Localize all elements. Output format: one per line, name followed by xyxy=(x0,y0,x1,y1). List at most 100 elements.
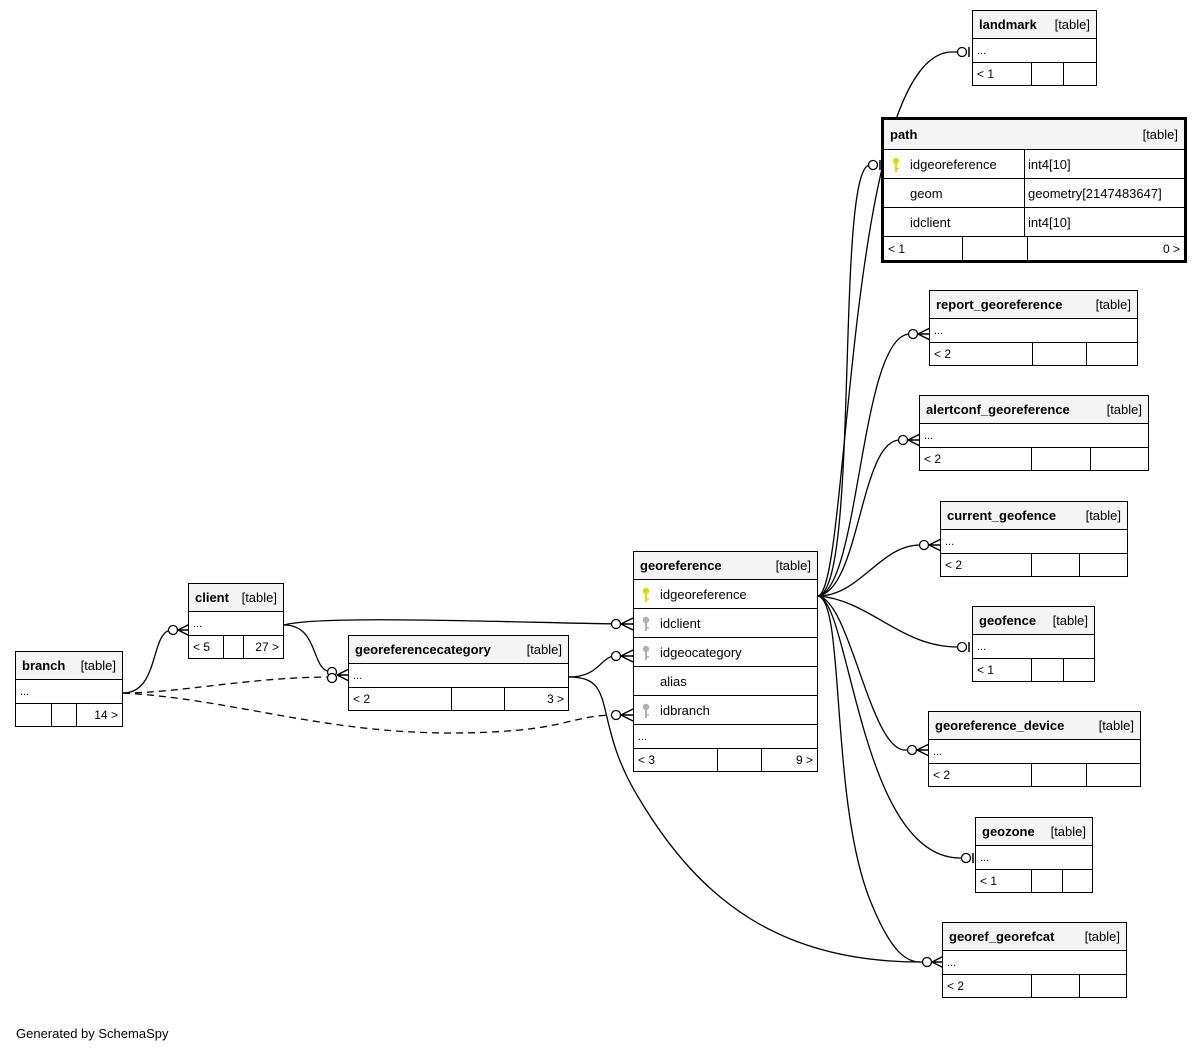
table-landmark[interactable]: landmark[table] ... < 1 xyxy=(972,10,1097,86)
column-row[interactable]: idclient int4[10] xyxy=(884,208,1184,237)
table-report_georeference[interactable]: report_georeference[table] ... < 2 xyxy=(929,290,1138,366)
column-name: idbranch xyxy=(660,702,710,718)
table-header: georeferencecategory [table] xyxy=(349,636,568,664)
edge-georeference-georef_georefcat xyxy=(817,595,935,963)
column-row[interactable]: alias xyxy=(634,667,817,696)
optional-marker xyxy=(956,46,968,58)
table-path[interactable]: path[table] idgeoreference int4[10] geom… xyxy=(881,117,1187,263)
children-count[interactable] xyxy=(1079,975,1126,997)
parents-count[interactable]: < 2 xyxy=(933,768,951,782)
optional-marker xyxy=(167,624,179,636)
many-marker xyxy=(917,327,931,341)
columns-collapsed: ... xyxy=(634,725,817,749)
table-kind: [table] xyxy=(1098,718,1134,733)
children-count[interactable]: 9 > xyxy=(761,749,817,771)
table-header: georef_georefcat[table] xyxy=(943,923,1126,951)
children-count[interactable] xyxy=(1079,554,1127,576)
table-header: client[table] xyxy=(189,584,283,612)
column-row[interactable]: idgeoreference xyxy=(634,580,817,609)
table-georeference[interactable]: georeference[table] idgeoreference idcli… xyxy=(633,551,818,772)
table-name: georeference_device xyxy=(935,718,1065,733)
parents-count[interactable]: < 2 xyxy=(924,452,942,466)
table-geozone[interactable]: geozone[table] ... < 1 xyxy=(975,817,1093,893)
children-count[interactable]: 14 > xyxy=(76,704,122,726)
footer-mid xyxy=(1032,343,1086,365)
table-branch[interactable]: branch[table] ... 14 > xyxy=(15,651,123,727)
edge-georeferencecategory-georeference xyxy=(568,655,617,678)
many-marker xyxy=(620,708,634,722)
parents-count[interactable]: < 3 xyxy=(638,753,656,767)
footer-mid xyxy=(717,749,761,771)
edge-georeference-georeference_device xyxy=(817,595,920,751)
parents-count[interactable]: < 1 xyxy=(977,67,995,81)
children-count[interactable] xyxy=(1063,63,1096,85)
parents-count[interactable] xyxy=(16,704,51,726)
table-header: georeference[table] xyxy=(634,552,817,580)
table-footer: < 1 xyxy=(976,870,1092,892)
generated-by-note: Generated by SchemaSpy xyxy=(16,1026,169,1041)
column-type: geometry[2147483647] xyxy=(1024,179,1184,207)
table-footer: < 1 xyxy=(973,659,1094,681)
columns-collapsed: ... xyxy=(929,740,1140,764)
column-row[interactable]: idclient xyxy=(634,609,817,638)
optional-marker xyxy=(906,744,918,756)
children-count[interactable]: 27 > xyxy=(243,636,283,658)
table-name: report_georeference xyxy=(936,297,1063,312)
edge-georeference-current_geofence xyxy=(817,544,932,597)
children-count[interactable] xyxy=(1062,870,1092,892)
table-alertconf_georeference[interactable]: alertconf_georeference[table] ... < 2 xyxy=(919,395,1149,471)
primary-key-icon xyxy=(892,157,900,172)
children-count[interactable] xyxy=(1090,448,1148,470)
parents-count[interactable]: < 5 xyxy=(193,640,211,654)
columns-collapsed: ... xyxy=(973,39,1096,63)
table-footer: < 2 xyxy=(930,343,1137,365)
table-header: geozone[table] xyxy=(976,818,1092,846)
table-header: current_geofence[table] xyxy=(941,502,1127,530)
parents-count[interactable]: < 2 xyxy=(353,692,371,706)
parents-count[interactable]: < 2 xyxy=(947,979,965,993)
column-row[interactable]: idbranch xyxy=(634,696,817,725)
table-current_geofence[interactable]: current_geofence[table] ... < 2 xyxy=(940,501,1128,577)
table-kind: [table] xyxy=(526,642,562,657)
optional-marker xyxy=(610,650,622,662)
table-georef_georefcat[interactable]: georef_georefcat[table] ... < 2 xyxy=(942,922,1127,998)
table-footer: < 1 0 > xyxy=(884,237,1184,260)
children-count[interactable] xyxy=(1086,764,1140,786)
parents-count[interactable]: < 2 xyxy=(945,558,963,572)
column-name: idgeocategory xyxy=(660,644,742,660)
column-row[interactable]: idgeoreference int4[10] xyxy=(884,150,1184,179)
column-name: idgeoreference xyxy=(910,156,997,172)
column-row[interactable]: idgeocategory xyxy=(634,638,817,667)
column-name: alias xyxy=(660,673,687,689)
footer-mid xyxy=(451,688,504,710)
table-geofence[interactable]: geofence[table] ... < 1 xyxy=(972,606,1095,682)
parents-count[interactable]: < 1 xyxy=(977,663,995,677)
columns-collapsed: ... xyxy=(973,635,1094,659)
edge-georeference-landmark xyxy=(817,51,962,597)
parents-count[interactable]: < 2 xyxy=(934,347,952,361)
optional-marker xyxy=(921,956,933,968)
table-name: geofence xyxy=(979,613,1037,628)
foreign-key-icon xyxy=(642,645,650,660)
parents-count[interactable]: < 1 xyxy=(888,241,906,256)
children-count[interactable]: 0 > xyxy=(1027,237,1184,260)
children-count[interactable] xyxy=(1086,343,1137,365)
children-count[interactable]: 3 > xyxy=(504,688,568,710)
table-name: georeferencecategory xyxy=(355,642,491,657)
table-kind: [table] xyxy=(1095,297,1131,312)
column-row[interactable]: geom geometry[2147483647] xyxy=(884,179,1184,208)
parents-count[interactable]: < 1 xyxy=(980,874,998,888)
children-count[interactable] xyxy=(1063,659,1094,681)
table-footer: < 3 9 > xyxy=(634,749,817,771)
foreign-key-icon xyxy=(642,703,650,718)
table-header: georeference_device [table] xyxy=(929,712,1140,740)
table-footer: < 2 xyxy=(920,448,1148,470)
table-georeference_device[interactable]: georeference_device [table] ... < 2 xyxy=(928,711,1141,787)
table-header: alertconf_georeference[table] xyxy=(920,396,1148,424)
column-name: idgeoreference xyxy=(660,586,747,602)
edge-georeference-path xyxy=(817,164,877,597)
column-name: idclient xyxy=(910,214,951,230)
